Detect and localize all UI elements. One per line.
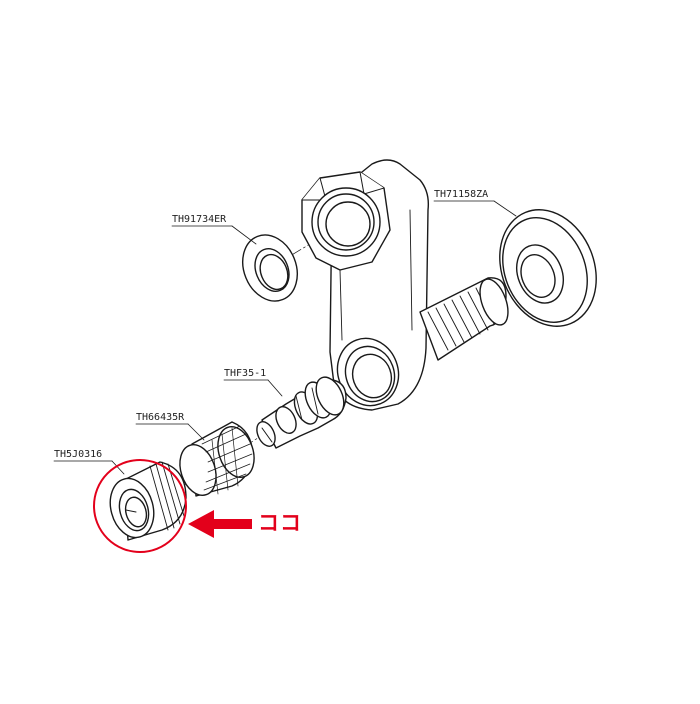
strainer-th66435r <box>179 421 255 497</box>
callout-text: ココ <box>258 511 302 535</box>
part-label-th91734er: TH91734ER <box>172 214 227 225</box>
washer-th91734er <box>242 234 298 302</box>
valve-stem-thf35-1 <box>256 376 347 449</box>
leader-lines <box>53 200 517 475</box>
flange-th71158za <box>499 209 597 327</box>
fitting-th5j0316 <box>109 461 187 541</box>
red-arrow-icon <box>188 510 252 538</box>
part-label-th66435r: TH66435R <box>136 412 185 423</box>
part-label-th71158za: TH71158ZA <box>434 189 489 200</box>
part-label-th5j0316: TH5J0316 <box>54 449 103 460</box>
highlight-circle <box>93 459 187 553</box>
elbow-body <box>301 159 509 411</box>
part-label-thf35-1: THF35-1 <box>224 368 267 379</box>
